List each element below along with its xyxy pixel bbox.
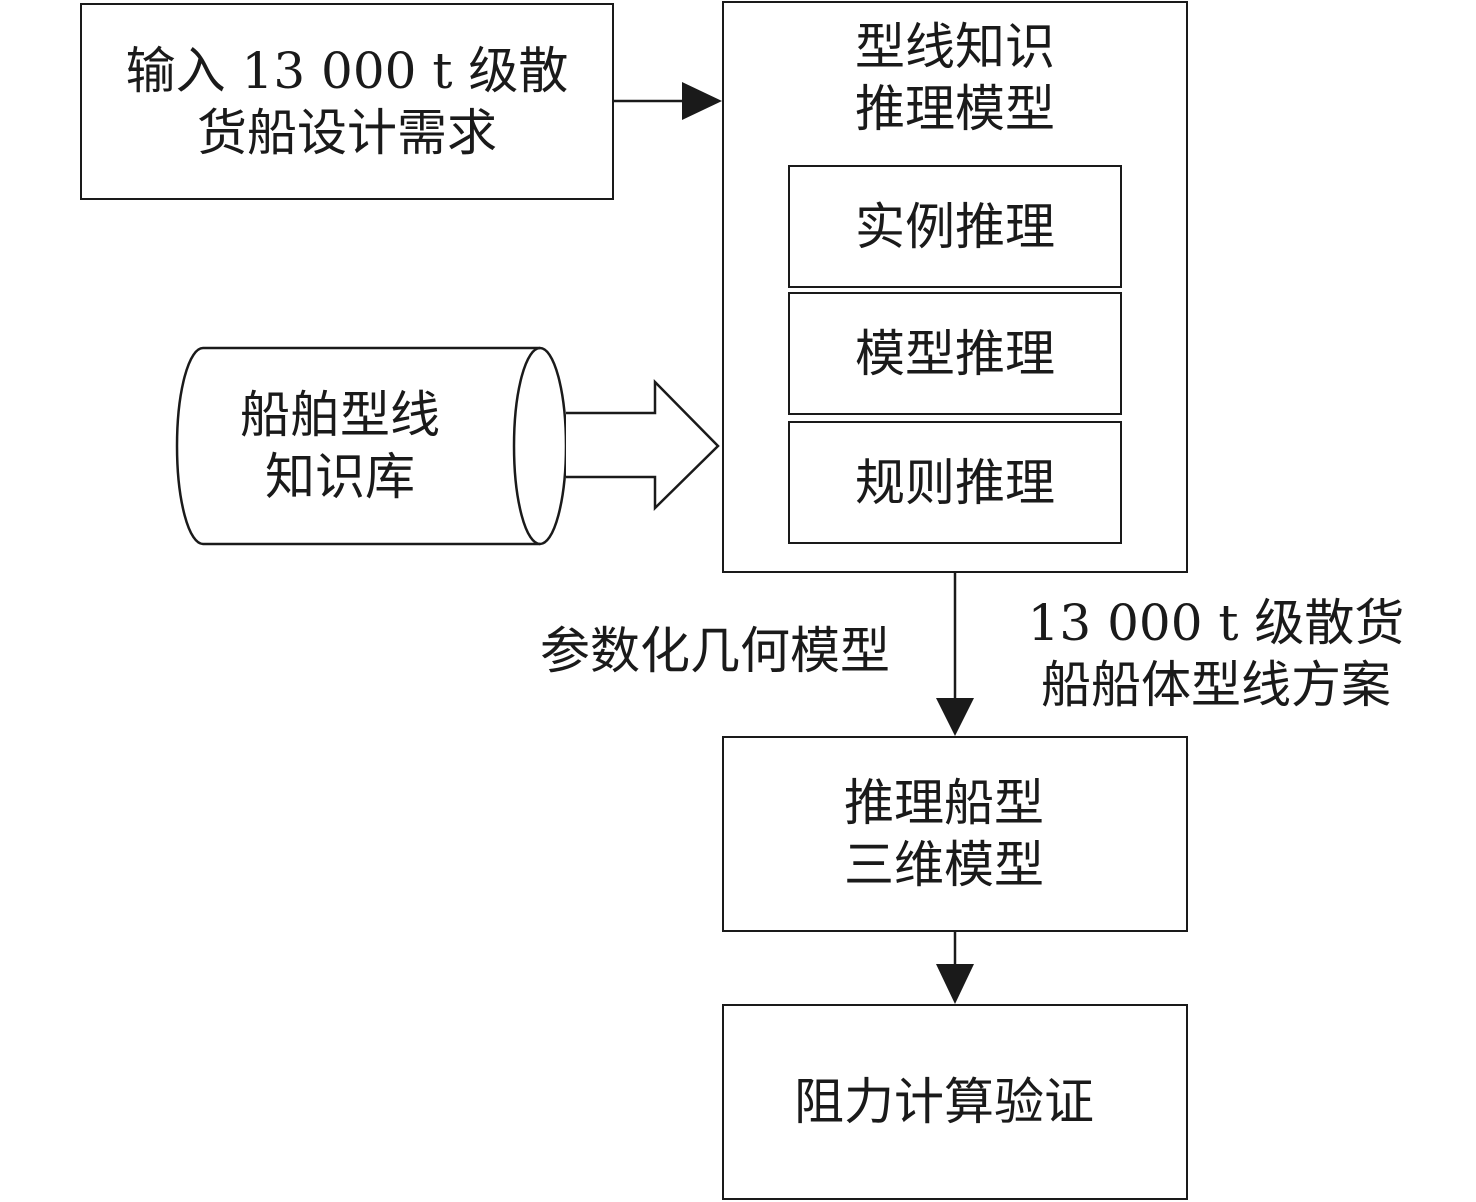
resistance-verification-label: 阻力计算验证: [794, 1073, 1094, 1131]
knowledge-base-line1: 船舶型线: [240, 386, 440, 444]
knowledge-to-model-block-arrow: [566, 378, 720, 511]
ship-3d-model-line1: 推理船型: [844, 774, 1044, 832]
hull-scheme-label: 13 000 t 级散货 船船体型线方案: [1016, 592, 1416, 716]
knowledge-base-label: 船舶型线 知识库: [190, 348, 490, 544]
input-requirements-box: [80, 3, 614, 200]
knowledge-base-line2: 知识库: [265, 448, 415, 506]
ship-3d-model-label: 推理船型 三维模型: [700, 736, 1188, 932]
input-requirements-line1: 输入 13 000 t 级散: [125, 41, 569, 100]
reasoning-model-title-line2: 推理模型: [855, 80, 1055, 138]
rule-reasoning-label: 规则推理: [855, 453, 1055, 512]
model-to-3d-arrowhead: [936, 698, 974, 736]
model-reasoning-label: 模型推理: [855, 324, 1055, 383]
case-reasoning-box: [788, 165, 1122, 288]
case-reasoning-label: 实例推理: [855, 197, 1055, 256]
rule-reasoning-box: [788, 421, 1122, 544]
ship-3d-model-line2: 三维模型: [844, 836, 1044, 894]
ship-3d-model-box: [722, 736, 1188, 932]
parametric-model-label: 参数化几何模型: [540, 622, 890, 680]
input-to-model-arrowhead: [682, 82, 722, 120]
hull-scheme-line1: 13 000 t 级散货: [1027, 594, 1405, 652]
reasoning-model-title-line1: 型线知识: [855, 18, 1055, 76]
input-requirements-line2: 货船设计需求: [197, 103, 497, 162]
hull-scheme-line2: 船船体型线方案: [1041, 656, 1391, 714]
model-reasoning-box: [788, 292, 1122, 415]
3d-to-verification-arrowhead: [936, 964, 974, 1004]
reasoning-model-title: 型线知识 推理模型: [722, 16, 1188, 140]
knowledge-base-cylinder-front-edge: [512, 346, 541, 546]
input-requirements-label: 输入 13 000 t 级散 货船设计需求: [80, 3, 614, 200]
resistance-verification-box: [722, 1004, 1188, 1200]
